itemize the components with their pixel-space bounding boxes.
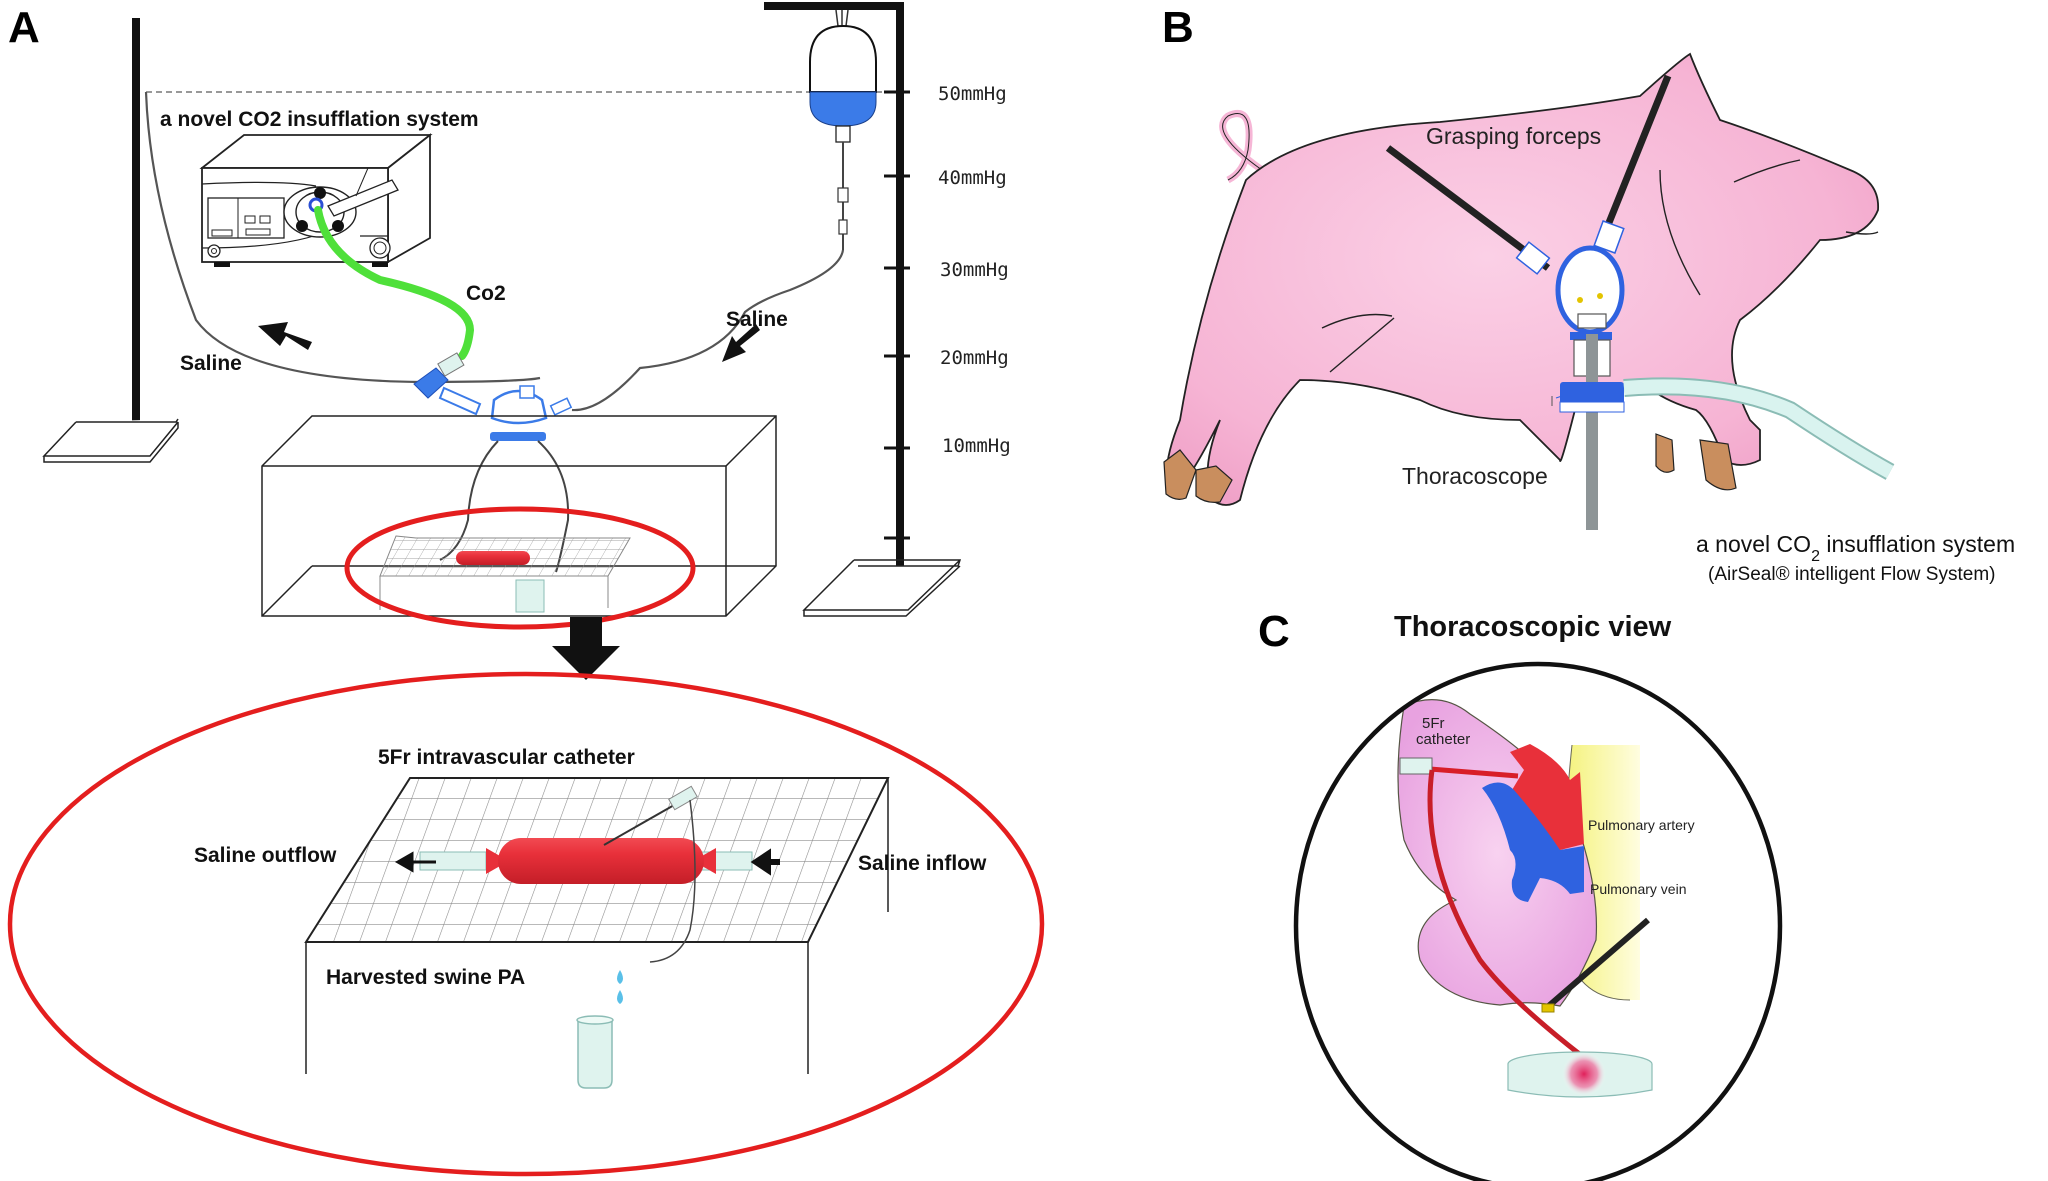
panel-a-letter: A [8, 3, 40, 52]
insufflator-label: a novel CO2 insufflation system [160, 108, 479, 131]
thoracoscopic-scene [1397, 699, 1653, 1098]
catheter-label-line1: 5Fr [1422, 715, 1445, 732]
saline-left-label: Saline [180, 352, 242, 375]
highlight-ellipse-large [7, 671, 1045, 1177]
saline-outflow-label: Saline outflow [194, 844, 337, 867]
scope-view-circle [1293, 661, 1783, 1181]
saline-right-label: Saline [726, 308, 788, 331]
pig-illustration [1163, 52, 1879, 506]
mini-grid-table [379, 535, 631, 613]
forceps-left-icon [1385, 145, 1551, 271]
harvested-vessel-specimen [419, 785, 753, 963]
zoom-down-arrow [552, 617, 620, 680]
thoracoscope-label: Thoracoscope [1402, 463, 1548, 489]
scale-label-30: 30mmHg [940, 259, 1009, 281]
co2-label: Co2 [466, 282, 506, 305]
thoracoscopic-view-title: Thoracoscopic view [1394, 611, 1672, 643]
iv-stand [764, 2, 962, 617]
pulmonary-vein-label: Pulmonary vein [1590, 881, 1687, 897]
inflow-arrow-icon [750, 848, 780, 876]
flow-arrow-right [722, 324, 760, 362]
forceps-label: Grasping forceps [1426, 123, 1601, 149]
highlight-ellipse-small [344, 506, 696, 630]
catheter-label: 5Fr intravascular catheter [378, 746, 635, 769]
saline-outflow-tube [144, 91, 541, 384]
left-stand [42, 18, 179, 463]
drop-icon [617, 970, 623, 984]
panel-c: C Thoracoscopic view 5Fr cathet [1258, 607, 1783, 1181]
pressure-scale: 50mmHg 40mmHg 30mmHg 20mmHg 10mmHg [884, 83, 1011, 540]
specimen-label: Harvested swine PA [326, 966, 525, 989]
scale-label-40: 40mmHg [938, 167, 1007, 189]
panel-a: A 50mmHg 40mmHg 30mmHg 20mmHg 10mmHg [7, 2, 1045, 1177]
scale-label-10: 10mmHg [942, 435, 1011, 457]
drop-icon [617, 990, 623, 1004]
scale-label-20: 20mmHg [940, 347, 1009, 369]
panel-c-letter: C [1258, 607, 1290, 656]
beaker-icon [576, 1015, 614, 1089]
airseal-system-sublabel: (AirSeal® intelligent Flow System) [1708, 564, 1995, 585]
panel-b-letter: B [1162, 3, 1194, 52]
co2-tube [314, 206, 475, 360]
catheter-label-line2: catheter [1416, 731, 1470, 748]
saline-inflow-label: Saline inflow [858, 852, 987, 875]
outflow-arrow-icon [394, 851, 436, 873]
airseal-system-label: a novel CO2 insufflation system [1696, 531, 2015, 565]
trocar-port-icon [1515, 220, 1625, 530]
scale-label-50: 50mmHg [938, 83, 1007, 105]
pulmonary-artery-label: Pulmonary artery [1588, 817, 1695, 833]
saline-bag-icon [809, 9, 877, 250]
panel-b: B [1162, 3, 2015, 585]
saline-inflow-tube [571, 249, 845, 412]
port-device-icon [413, 352, 573, 441]
insufflator-machine-icon [199, 133, 433, 267]
forceps-right-icon [1594, 74, 1672, 252]
flow-arrow-left [258, 322, 312, 350]
